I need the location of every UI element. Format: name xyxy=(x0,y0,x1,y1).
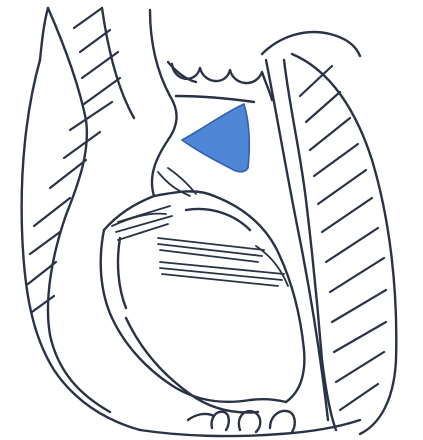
right-ventricle-wall xyxy=(262,32,396,434)
ventricle-chamber xyxy=(101,191,305,402)
outflow-tract xyxy=(102,8,177,196)
aortic-valve-cusps xyxy=(168,62,272,102)
left-ventricle-wall xyxy=(22,8,140,430)
triangle-marker xyxy=(182,104,249,172)
right-wall-hatching xyxy=(300,66,386,410)
